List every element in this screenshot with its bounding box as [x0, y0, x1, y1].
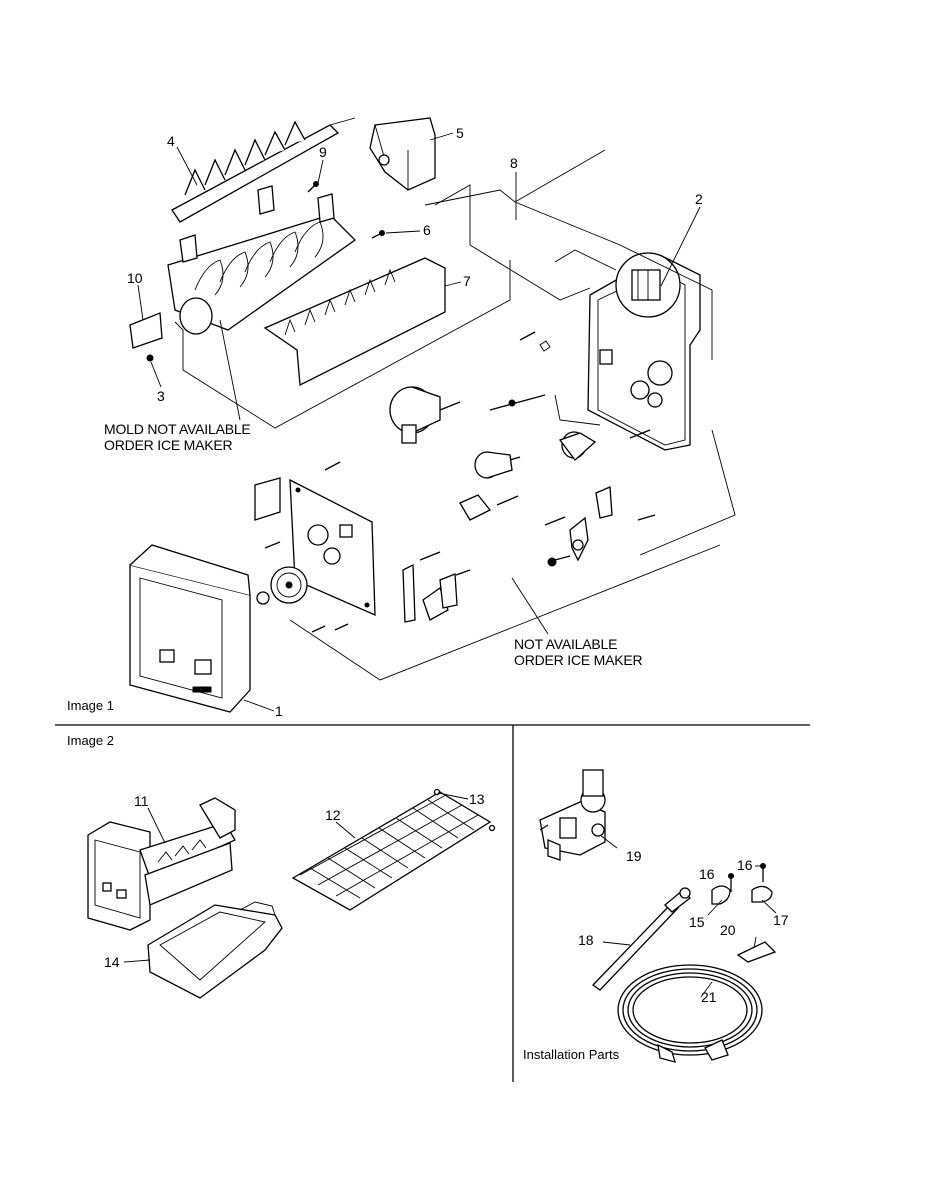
callout-21: 21: [701, 989, 717, 1005]
callout-19: 19: [626, 848, 642, 864]
cover-part: [369, 117, 436, 191]
mold-note-line2: ORDER ICE MAKER: [104, 437, 233, 453]
mounting-plate: [254, 477, 376, 617]
callout-17: 17: [773, 912, 789, 928]
callout-13: 13: [469, 791, 485, 807]
callout-2: 2: [695, 191, 703, 207]
clip-20: [736, 941, 777, 963]
fill-tube-18: [592, 887, 691, 991]
control-housing: [554, 249, 701, 451]
wire-shelf-12: [291, 788, 496, 911]
not-available-note-line1: NOT AVAILABLE: [514, 636, 618, 652]
stripper-part: [263, 257, 446, 387]
callout-18: 18: [578, 932, 594, 948]
callout-4: 4: [167, 133, 175, 149]
not-available-note-line2: ORDER ICE MAKER: [514, 652, 643, 668]
image2-caption: Image 2: [67, 733, 114, 748]
bracket-lines: [289, 149, 736, 681]
section-dividers: [55, 724, 810, 1082]
clamps: [711, 863, 773, 905]
ice-bin-14: [147, 901, 283, 999]
callout-10: 10: [127, 270, 143, 286]
callout-16a: 16: [699, 866, 715, 882]
ice-mold: [167, 185, 511, 429]
installation-parts-caption: Installation Parts: [523, 1047, 620, 1062]
callout-1: 1: [275, 703, 283, 719]
leader-lines: [123, 132, 777, 998]
callout-6: 6: [423, 222, 431, 238]
callout-5: 5: [456, 125, 464, 141]
callout-3: 3: [157, 388, 165, 404]
middle-small-parts: [264, 331, 656, 633]
callout-9: 9: [319, 144, 327, 160]
callout-11: 11: [134, 793, 149, 809]
water-tubing-21: [617, 964, 763, 1063]
image1-caption: Image 1: [67, 698, 114, 713]
water-valve-19: [539, 769, 606, 861]
icemaker-assembly-11: [87, 797, 236, 931]
callout-12: 12: [325, 807, 341, 823]
motor-part: [389, 386, 461, 444]
callout-8: 8: [510, 155, 518, 171]
callout-15: 15: [689, 914, 705, 930]
callout-14: 14: [104, 954, 120, 970]
screws-top: [307, 181, 385, 239]
callout-20: 20: [720, 922, 736, 938]
front-cover: [129, 544, 251, 713]
shutoff-arm: [129, 312, 163, 362]
callout-16b: 16: [737, 857, 753, 873]
ejector-assembly: [171, 117, 356, 223]
callout-7: 7: [463, 273, 471, 289]
mold-note-line1: MOLD NOT AVAILABLE: [104, 421, 251, 437]
